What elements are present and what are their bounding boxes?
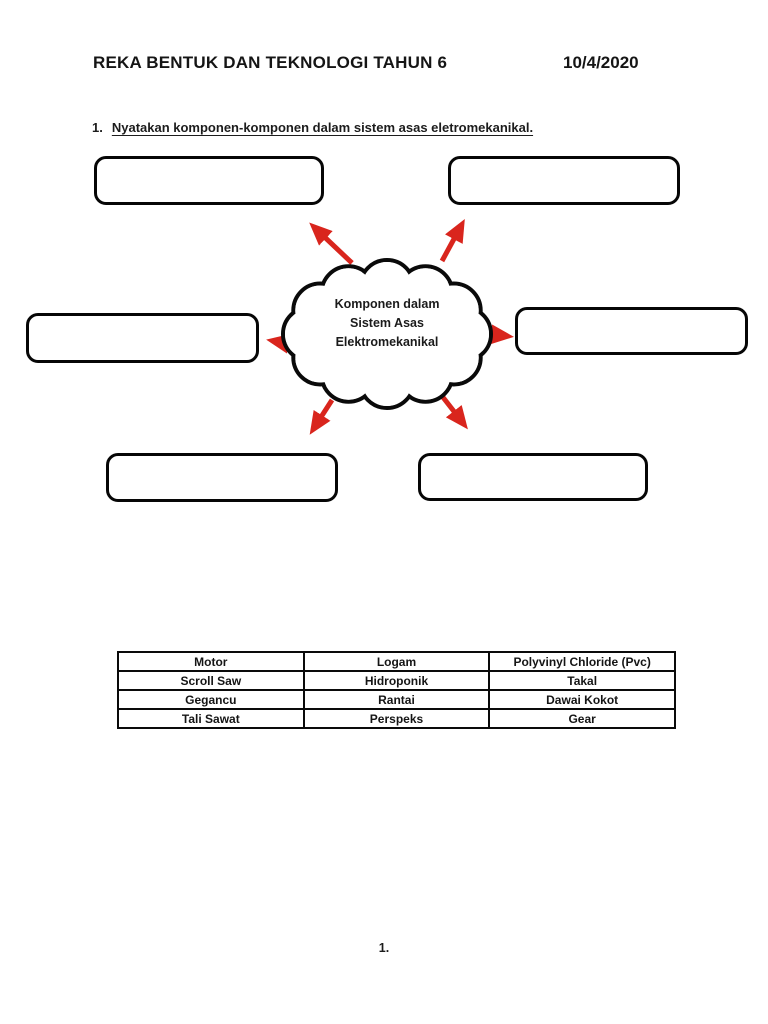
answer-box-bottom-left — [106, 453, 338, 502]
table-cell: Motor — [117, 651, 305, 672]
answer-box-middle-right — [515, 307, 748, 355]
answer-box-middle-left — [26, 313, 259, 363]
cloud-label-line-2: Sistem Asas — [350, 316, 424, 330]
question-line: 1. Nyatakan komponen-komponen dalam siste… — [92, 120, 533, 135]
table-cell: Polyvinyl Chloride (Pvc) — [488, 651, 676, 672]
arrow-to-top-left — [309, 222, 354, 265]
table-cell: Perspeks — [302, 708, 491, 729]
table-row: Motor Logam Polyvinyl Chloride (Pvc) — [117, 651, 676, 672]
arrow-to-mid-right — [486, 324, 514, 345]
page-title: REKA BENTUK DAN TEKNOLOGI TAHUN 6 — [93, 53, 448, 72]
page-date: 10/4/2020 — [563, 53, 639, 72]
table-cell: Gear — [488, 708, 676, 729]
table-cell: Scroll Saw — [117, 670, 305, 691]
answer-box-top-left — [94, 156, 324, 205]
table-cell: Takal — [488, 670, 676, 691]
table-row: Scroll Saw Hidroponik Takal — [117, 670, 676, 691]
table-cell: Hidroponik — [302, 670, 491, 691]
footer-page-number: 1. — [378, 941, 390, 955]
table-row: Gegancu Rantai Dawai Kokot — [117, 689, 676, 710]
word-bank-table: Motor Logam Polyvinyl Chloride (Pvc) Scr… — [117, 651, 676, 729]
table-cell: Dawai Kokot — [488, 689, 676, 710]
answer-box-bottom-right — [418, 453, 648, 501]
cloud-label: Komponen dalam Sistem Asas Elektromekani… — [307, 295, 467, 352]
arrow-to-mid-left — [266, 333, 297, 354]
question-number: 1. — [92, 120, 103, 135]
answer-box-top-right — [448, 156, 680, 205]
question-text: Nyatakan komponen-komponen dalam sistem … — [111, 120, 534, 135]
table-row: Tali Sawat Perspeks Gear — [117, 708, 676, 729]
arrow-to-bottom-right — [440, 394, 468, 430]
table-cell: Tali Sawat — [117, 708, 305, 729]
cloud-label-line-1: Komponen dalam — [334, 297, 440, 311]
table-cell: Gegancu — [117, 689, 305, 710]
table-cell: Rantai — [302, 689, 491, 710]
arrow-to-bottom-left — [309, 398, 335, 435]
cloud-label-line-3: Elektromekanikal — [335, 335, 439, 349]
table-cell: Logam — [302, 651, 491, 672]
arrow-to-top-right — [439, 218, 465, 263]
